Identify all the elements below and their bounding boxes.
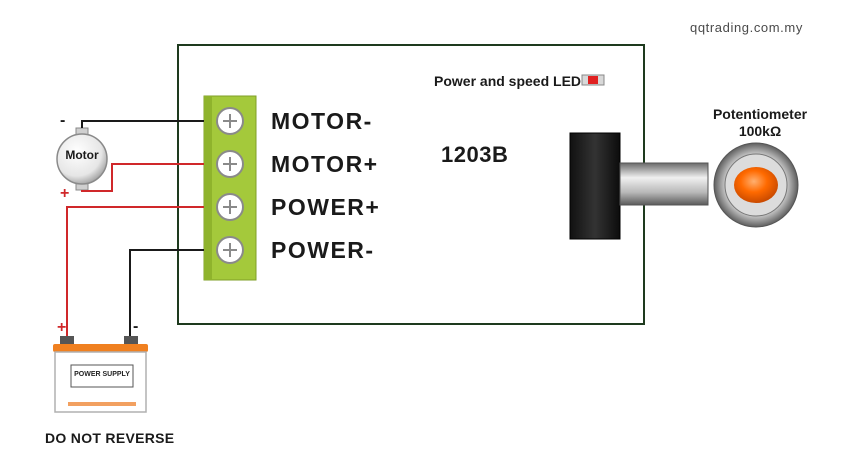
motor-neg-sign: - — [60, 112, 66, 129]
motor-pos-sign: + — [60, 185, 70, 202]
wire-motor-neg — [81, 120, 204, 128]
power-supply-label: POWER SUPPLY — [74, 371, 130, 378]
warning-text: DO NOT REVERSE — [45, 430, 175, 446]
potentiometer-shaft — [619, 162, 709, 206]
power-supply — [53, 336, 148, 413]
terminal-label-power-neg: POWER- — [271, 237, 375, 263]
watermark: qqtrading.com.my — [690, 20, 803, 35]
led-label: Power and speed LED — [434, 73, 582, 89]
terminal-label-power-pos: POWER+ — [271, 194, 381, 220]
wire-power-neg — [129, 249, 204, 340]
terminal-label-motor-pos: MOTOR+ — [271, 151, 379, 177]
terminal-screw-motor-pos — [216, 150, 244, 178]
potentiometer-title: Potentiometer — [712, 106, 808, 122]
terminal-label-motor-neg: MOTOR- — [271, 108, 373, 134]
board-model: 1203B — [441, 142, 509, 167]
power-speed-led — [581, 74, 605, 86]
wire-motor-pos — [81, 163, 204, 192]
ps-pos-sign: + — [57, 319, 67, 336]
potentiometer-label: Potentiometer 100kΩ — [700, 106, 820, 140]
potentiometer-knob — [713, 142, 799, 228]
potentiometer-body — [569, 132, 621, 240]
terminal-screw-power-pos — [216, 193, 244, 221]
potentiometer-value: 100kΩ — [738, 123, 782, 139]
wire-power-pos — [66, 206, 204, 340]
motor-symbol — [56, 127, 108, 191]
motor-label: Motor — [65, 148, 99, 162]
ps-neg-sign: - — [133, 318, 139, 335]
terminal-screw-motor-neg — [216, 107, 244, 135]
terminal-screw-power-neg — [216, 236, 244, 264]
